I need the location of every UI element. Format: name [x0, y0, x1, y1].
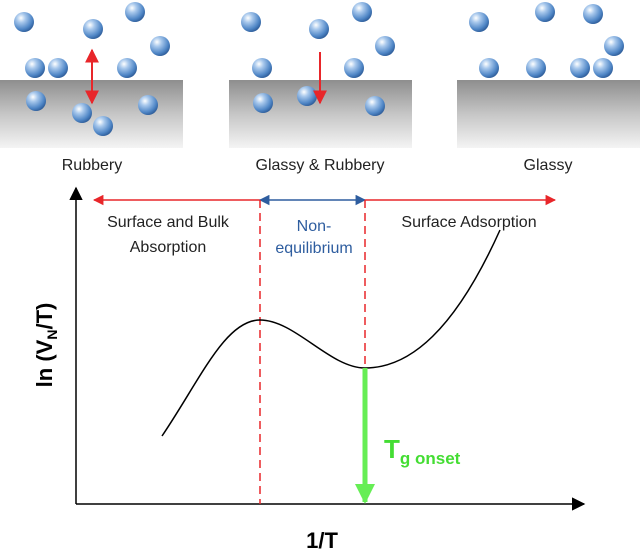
- molecule-sphere: [83, 19, 103, 39]
- molecule-sphere: [72, 103, 92, 123]
- panel-rubbery: Rubbery: [0, 2, 183, 174]
- panel-label: Rubbery: [62, 157, 122, 174]
- molecule-sphere: [604, 36, 624, 56]
- molecule-sphere: [252, 58, 272, 78]
- tg-onset-label: Tg onset: [384, 434, 461, 468]
- molecule-sphere: [125, 2, 145, 22]
- molecule-sphere: [593, 58, 613, 78]
- y-axis-label: ln (VN/T): [32, 303, 60, 388]
- molecule-sphere: [241, 12, 261, 32]
- molecule-sphere: [93, 116, 113, 136]
- region-label-nonequilibrium-line2: equilibrium: [275, 240, 352, 257]
- x-axis-label: 1/T: [306, 528, 338, 553]
- panel-glassy-rubbery: Glassy & Rubbery: [229, 2, 412, 174]
- molecule-sphere: [253, 93, 273, 113]
- molecule-sphere: [344, 58, 364, 78]
- molecule-sphere: [365, 96, 385, 116]
- molecule-sphere: [526, 58, 546, 78]
- molecule-sphere: [138, 95, 158, 115]
- polymer-slab: [457, 80, 640, 148]
- molecule-sphere: [375, 36, 395, 56]
- molecule-sphere: [309, 19, 329, 39]
- molecule-sphere: [26, 91, 46, 111]
- panel-label: Glassy: [524, 157, 573, 174]
- region-label-bulk: Surface and Bulk: [107, 214, 230, 231]
- molecule-sphere: [150, 36, 170, 56]
- panel-glassy: Glassy: [457, 2, 640, 174]
- molecule-sphere: [297, 86, 317, 106]
- molecule-sphere: [469, 12, 489, 32]
- molecule-sphere: [48, 58, 68, 78]
- molecule-sphere: [570, 58, 590, 78]
- retention-curve: [161, 229, 501, 437]
- region-label-nonequilibrium: Non-: [297, 218, 332, 235]
- region-label-surface: Surface Adsorption: [401, 214, 536, 231]
- region-label-bulk-line2: Absorption: [130, 239, 207, 256]
- molecule-sphere: [117, 58, 137, 78]
- molecule-sphere: [583, 4, 603, 24]
- molecule-sphere: [14, 12, 34, 32]
- molecule-sphere: [535, 2, 555, 22]
- molecule-sphere: [352, 2, 372, 22]
- molecule-sphere: [25, 58, 45, 78]
- panel-label: Glassy & Rubbery: [256, 157, 385, 174]
- molecule-sphere: [479, 58, 499, 78]
